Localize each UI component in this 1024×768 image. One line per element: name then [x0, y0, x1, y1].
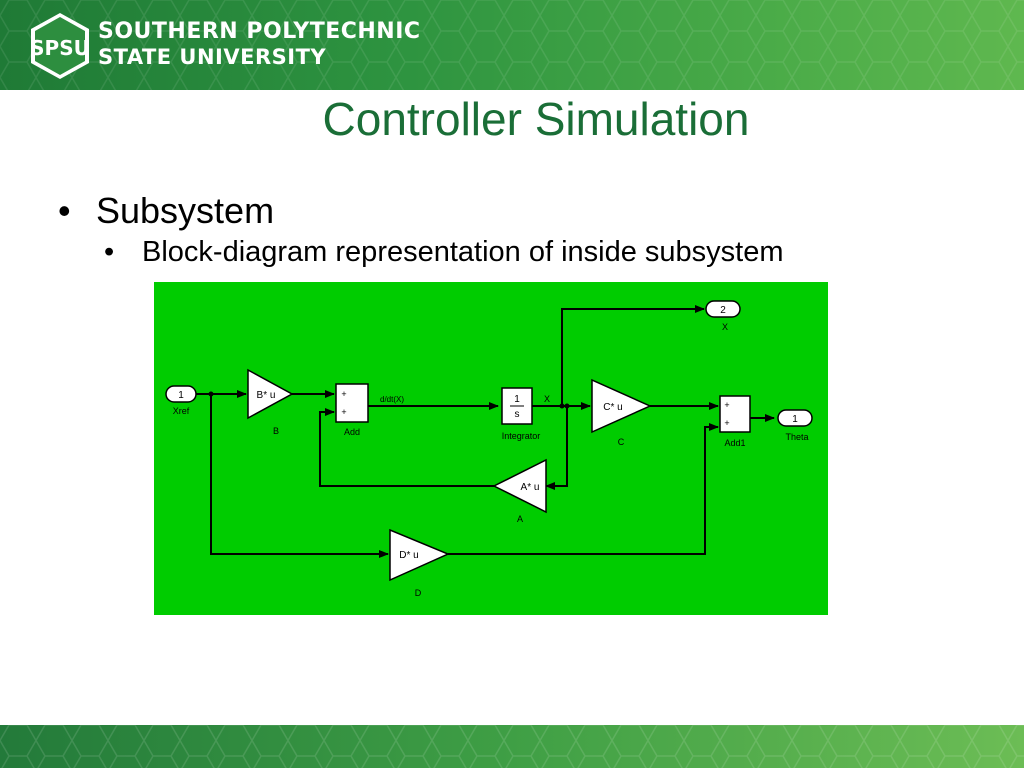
- branch-point: [208, 391, 214, 397]
- gain-c-block: [591, 378, 652, 434]
- signal-d-to-add1: [448, 423, 719, 555]
- signal-xref-to-d: [210, 394, 389, 558]
- slide-title: Controller Simulation: [322, 93, 750, 145]
- spsu-logo-icon: SPSU: [30, 13, 90, 79]
- hexagon-pattern: [0, 0, 1024, 90]
- derivative-signal-label: d/dt(X): [380, 395, 404, 404]
- logo-text: SPSU: [30, 36, 90, 60]
- sub-bullet-item: • Block-diagram representation of inside …: [104, 236, 784, 269]
- outport-x: [705, 300, 741, 318]
- integrator-numerator: 1: [514, 394, 520, 405]
- gain-a-label: A: [517, 514, 523, 524]
- sub-bullet-text: Block-diagram representation of inside s…: [142, 236, 784, 268]
- integrator-label: Integrator: [502, 431, 541, 441]
- add1-sign-2: +: [724, 418, 729, 428]
- outport-theta-label: Theta: [785, 432, 808, 442]
- signal-a-to-add: [319, 408, 494, 487]
- outport-x-number: 2: [720, 305, 726, 316]
- inport-xref: [165, 385, 197, 403]
- bullet-text: Subsystem: [96, 190, 275, 231]
- block-diagram: 1 Xref B* u B + + Add d/dt(X) 1 s Integr…: [154, 282, 828, 615]
- state-signal-label: X: [544, 394, 550, 404]
- gain-d-block: [389, 528, 450, 582]
- add-label: Add: [344, 427, 360, 437]
- add-sign-2: +: [341, 407, 346, 417]
- add1-block: [719, 395, 751, 433]
- footer-banner: [0, 725, 1024, 768]
- gain-d-label: D: [415, 588, 422, 598]
- hexagon-pattern: [0, 725, 1024, 768]
- branch-point: [564, 403, 570, 409]
- add1-sign-1: +: [724, 400, 729, 410]
- inport-xref-number: 1: [178, 390, 184, 401]
- gain-b-expr: B* u: [257, 390, 276, 401]
- bullet-dot: •: [58, 190, 71, 231]
- signal-x-out: [561, 305, 705, 406]
- bullet-item: • Subsystem: [58, 190, 274, 232]
- signal-x-to-a: [545, 406, 568, 490]
- inport-xref-label: Xref: [173, 406, 190, 416]
- diagram-background: [154, 282, 828, 615]
- gain-b-label: B: [273, 426, 279, 436]
- outport-theta: [777, 409, 813, 427]
- integrator-denominator: s: [515, 409, 520, 420]
- gain-d-expr: D* u: [399, 550, 418, 561]
- add-sign-1: +: [341, 389, 346, 399]
- outport-theta-number: 1: [792, 414, 798, 425]
- outport-x-label: X: [722, 322, 728, 332]
- university-name-line1: SOUTHERN POLYTECHNIC: [98, 19, 421, 44]
- add-block: [335, 383, 369, 423]
- gain-a-block: [492, 458, 547, 514]
- gain-a-expr: A* u: [521, 482, 540, 493]
- gain-b-block: [247, 368, 294, 420]
- bullet-dot: •: [104, 236, 115, 268]
- university-name-line2: STATE UNIVERSITY: [98, 45, 327, 69]
- header-banner: SPSU SOUTHERN POLYTECHNIC STATE UNIVERSI…: [0, 0, 1024, 90]
- gain-c-label: C: [618, 437, 625, 447]
- gain-c-expr: C* u: [603, 402, 622, 413]
- add1-label: Add1: [724, 438, 745, 448]
- branch-point: [559, 403, 565, 409]
